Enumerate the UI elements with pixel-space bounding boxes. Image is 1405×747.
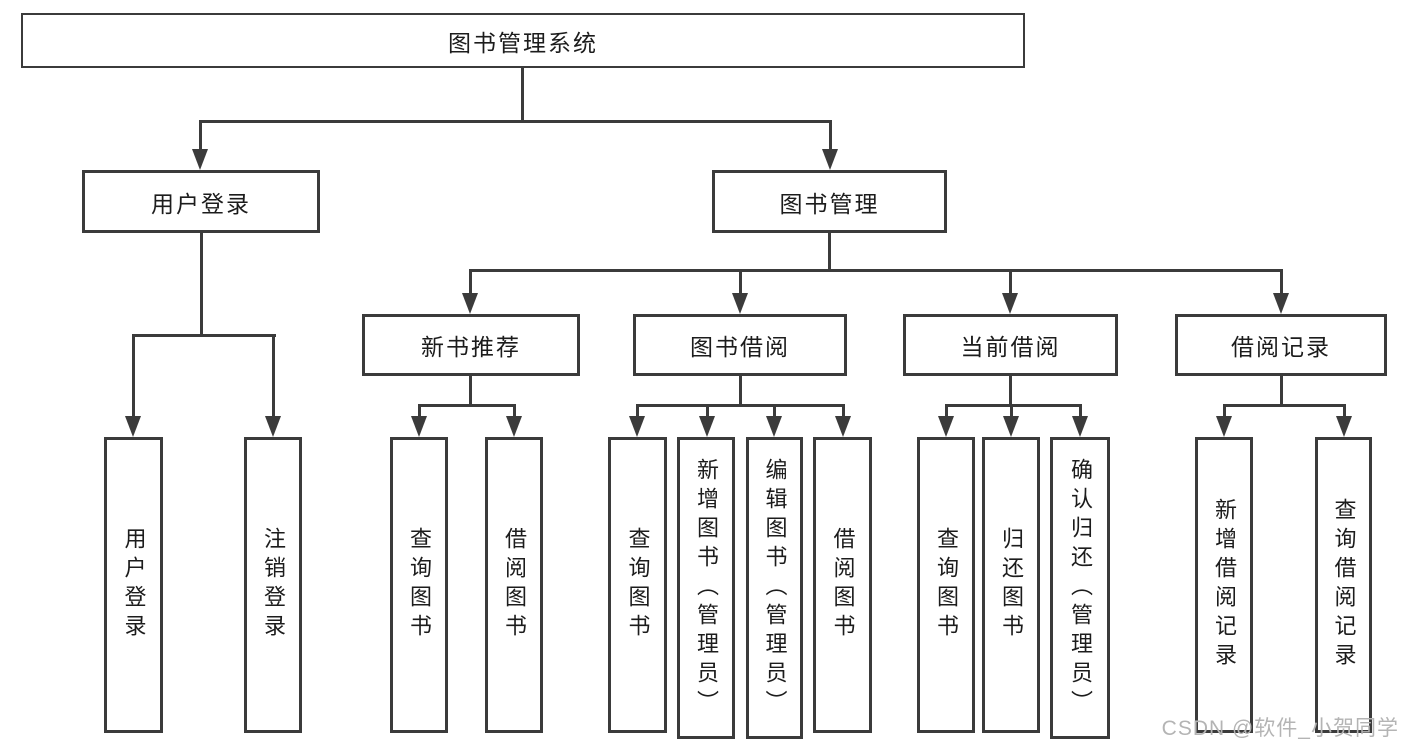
node-label: 当前借阅: [960, 334, 1061, 360]
node-book-borrowing: 图书借阅: [633, 314, 847, 376]
leaf-label: 编辑图书（管理员）: [762, 457, 788, 719]
edge-line: [706, 404, 709, 418]
node-borrowing-records: 借阅记录: [1175, 314, 1387, 376]
csdn-watermark: CSDN @软件_小贺同学: [1161, 717, 1399, 740]
edge-line: [200, 233, 203, 337]
node-current-borrowing: 当前借阅: [903, 314, 1118, 376]
edge-line: [1223, 404, 1345, 407]
arrowhead-down: [1072, 416, 1088, 437]
edge-line: [1079, 404, 1082, 418]
arrowhead-down: [1336, 416, 1352, 437]
leaf-logout: 注销登录: [244, 437, 302, 733]
edge-line: [469, 269, 472, 296]
edge-line: [513, 404, 516, 418]
node-new-book-recommend: 新书推荐: [362, 314, 580, 376]
arrowhead-down: [506, 416, 522, 437]
leaf-return-books: 归还图书: [982, 437, 1040, 733]
edge-line: [132, 334, 135, 418]
edge-line: [842, 404, 845, 418]
edge-line: [418, 404, 421, 418]
edge-line: [829, 120, 832, 152]
arrowhead-down: [411, 416, 427, 437]
leaf-query-books: 查询图书: [390, 437, 448, 733]
arrowhead-down: [1273, 293, 1289, 314]
edge-line: [132, 334, 276, 337]
node-label: 图书管理系统: [448, 29, 598, 56]
node-book-management: 图书管理: [712, 170, 947, 233]
leaf-label: 归还图书: [999, 527, 1024, 643]
arrowhead-down: [766, 416, 782, 437]
edge-line: [469, 269, 1283, 272]
leaf-confirm-return-admin: 确认归还（管理员）: [1050, 437, 1110, 739]
arrowhead-down: [1003, 416, 1019, 437]
leaf-add-books-admin: 新增图书（管理员）: [677, 437, 735, 739]
arrowhead-down: [1002, 293, 1018, 314]
node-label: 新书推荐: [421, 334, 521, 360]
arrowhead-down: [125, 416, 141, 437]
leaf-label: 查询图书: [407, 527, 432, 643]
leaf-label: 借阅图书: [830, 527, 856, 643]
edge-line: [828, 233, 831, 272]
leaf-edit-books-admin: 编辑图书（管理员）: [746, 437, 803, 739]
leaf-label: 新增图书（管理员）: [694, 457, 719, 719]
edge-line: [945, 404, 1081, 407]
arrowhead-down: [732, 293, 748, 314]
node-label: 图书管理: [779, 190, 880, 217]
edge-line: [469, 376, 472, 407]
leaf-query-books: 查询图书: [608, 437, 667, 733]
arrowhead-down: [1216, 416, 1232, 437]
edge-line: [1010, 404, 1013, 418]
leaf-label: 确认归还（管理员）: [1068, 457, 1093, 719]
leaf-label: 查询图书: [625, 527, 651, 643]
arrowhead-down: [265, 416, 281, 437]
edge-line: [1223, 404, 1226, 418]
arrowhead-down: [192, 149, 208, 170]
edge-line: [1280, 376, 1283, 407]
edge-line: [1343, 404, 1346, 418]
node-label: 借阅记录: [1231, 334, 1331, 360]
leaf-query-books: 查询图书: [917, 437, 975, 733]
node-label: 用户登录: [151, 190, 251, 217]
edge-line: [418, 404, 516, 407]
leaf-user-login: 用户登录: [104, 437, 163, 733]
arrowhead-down: [629, 416, 645, 437]
edge-line: [1280, 269, 1283, 296]
edge-line: [773, 404, 776, 418]
leaf-label: 注销登录: [261, 527, 286, 643]
edge-line: [636, 404, 844, 407]
node-label: 图书借阅: [690, 334, 790, 360]
arrowhead-down: [938, 416, 954, 437]
arrowhead-down: [699, 416, 715, 437]
node-library-management-system: 图书管理系统: [21, 13, 1025, 68]
edge-line: [199, 120, 202, 152]
edge-line: [272, 334, 275, 418]
edge-line: [636, 404, 639, 418]
edge-line: [1009, 269, 1012, 296]
leaf-label: 借阅图书: [502, 527, 527, 643]
edge-line: [739, 269, 742, 296]
edge-line: [199, 120, 831, 123]
edge-line: [945, 404, 948, 418]
leaf-borrow-books: 借阅图书: [485, 437, 543, 733]
edge-line: [521, 68, 524, 123]
edge-line: [739, 376, 742, 407]
arrowhead-down: [462, 293, 478, 314]
arrowhead-down: [822, 149, 838, 170]
leaf-query-borrow-record: 查询借阅记录: [1315, 437, 1372, 733]
leaf-label: 查询借阅记录: [1331, 498, 1357, 672]
edge-line: [1009, 376, 1012, 407]
leaf-label: 新增借阅记录: [1212, 498, 1237, 672]
arrowhead-down: [835, 416, 851, 437]
node-user-login: 用户登录: [82, 170, 320, 233]
leaf-label: 查询图书: [934, 527, 959, 643]
leaf-add-borrow-record: 新增借阅记录: [1195, 437, 1253, 733]
leaf-borrow-books: 借阅图书: [813, 437, 872, 733]
leaf-label: 用户登录: [121, 527, 147, 643]
